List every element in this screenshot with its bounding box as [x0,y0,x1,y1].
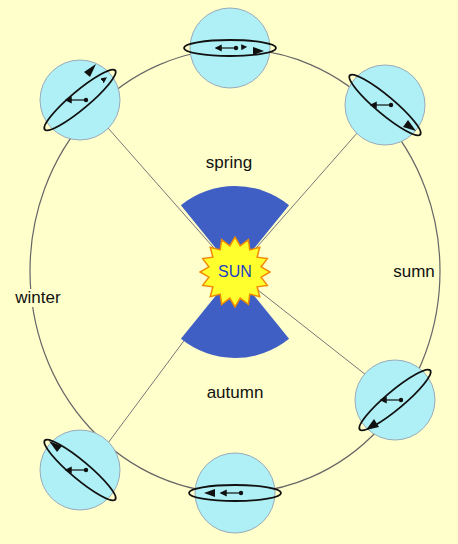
sun-burst: SUN [199,236,271,308]
sun-label: SUN [218,264,252,280]
orbit [30,49,440,493]
season-label: sumn [391,263,437,282]
season-label: autumn [205,384,266,403]
sun-rays [108,128,366,443]
daylight-wedges [181,186,289,358]
orbit-direction-arrows [49,47,416,497]
earths [39,8,436,533]
season-label: winter [13,289,62,308]
season-label: spring [204,154,254,173]
